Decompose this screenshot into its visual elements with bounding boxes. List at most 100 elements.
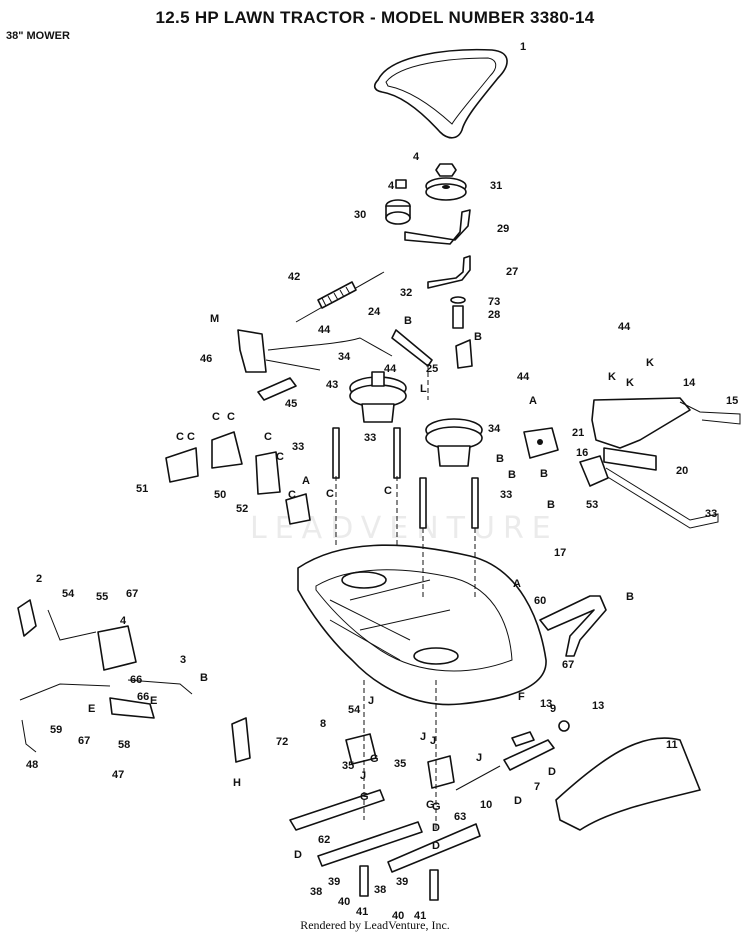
callout-label: 16	[576, 447, 588, 459]
deck-spindle-hole-left	[341, 571, 387, 589]
callout-label: 44	[517, 371, 530, 383]
callout-label: 60	[534, 595, 546, 607]
callout-label: 33	[364, 432, 376, 444]
callout-label: 9	[550, 703, 556, 715]
callout-label: D	[432, 840, 440, 852]
callout-label: C	[288, 489, 296, 501]
callout-label: 42	[288, 271, 300, 283]
belt-inner	[385, 57, 497, 125]
part-48-rod	[19, 683, 111, 701]
callout-label: K	[626, 377, 634, 389]
part-53-bracket	[165, 447, 199, 483]
callout-label: K	[646, 357, 654, 369]
callout-label: 67	[562, 659, 574, 671]
part-50-bracket	[255, 451, 281, 495]
callout-label: 73	[488, 296, 500, 308]
part-42-spring	[295, 271, 385, 323]
callout-label: 59	[50, 724, 62, 736]
callout-label: B	[496, 453, 504, 465]
callout-label: J	[430, 735, 436, 747]
part-28-bolt	[452, 305, 464, 329]
page-subtitle: 38" MOWER	[6, 30, 70, 42]
callout-label: 33	[705, 508, 717, 520]
callout-label: 29	[497, 223, 509, 235]
callout-label: 10	[480, 799, 492, 811]
callout-label: C	[212, 411, 220, 423]
callout-label: K	[608, 371, 616, 383]
callout-label: 4	[388, 180, 395, 192]
callout-label: 44	[618, 321, 631, 333]
callout-label: 38	[374, 884, 386, 896]
part-7-bracket	[503, 739, 555, 771]
part-54-link	[17, 599, 37, 637]
callout-label: 35	[394, 758, 406, 770]
part-29-idler-arm	[404, 209, 471, 245]
callout-label: 52	[236, 503, 248, 515]
callout-label: 34	[338, 351, 351, 363]
callout-label: 14	[683, 377, 696, 389]
callout-label: 33	[500, 489, 512, 501]
assembly-lines	[335, 364, 476, 830]
callout-label: 54	[62, 588, 75, 600]
deck-spindle-hole-right	[413, 647, 459, 665]
part-60-bracket	[97, 625, 137, 671]
callout-label: L	[420, 383, 427, 395]
part-3-bracket	[539, 595, 607, 657]
callout-label: B	[474, 331, 482, 343]
callout-label: 48	[26, 759, 38, 771]
part-34-spindle-right	[425, 418, 483, 467]
callout-label: 53	[586, 499, 598, 511]
part-73-washer	[450, 296, 466, 304]
callout-label: 41	[414, 910, 426, 922]
part-51-bracket	[211, 431, 243, 469]
callout-label: 50	[214, 489, 226, 501]
part-9-pin	[511, 731, 535, 747]
callout-label: B	[626, 591, 634, 603]
callout-label: 34	[488, 423, 501, 435]
callout-label: A	[529, 395, 537, 407]
callout-label: C	[227, 411, 235, 423]
page-title: 12.5 HP LAWN TRACTOR - MODEL NUMBER 3380…	[155, 8, 595, 27]
callout-label: 13	[540, 698, 552, 710]
part-54-bracket-right	[231, 717, 251, 763]
part-24-bracket	[391, 329, 433, 367]
callout-label: J	[476, 752, 482, 764]
callout-label: 58	[118, 739, 130, 751]
part-43-rod	[265, 337, 393, 371]
part-16-plate	[603, 447, 657, 471]
part-21-bracket	[523, 427, 559, 459]
part-10-rod	[455, 765, 501, 791]
part-2-mower-deck	[297, 544, 547, 706]
callout-label: 27	[506, 266, 518, 278]
callout-label: 43	[326, 379, 338, 391]
part-17-lift-rod	[605, 467, 719, 529]
part-40-41-hardware	[359, 865, 439, 901]
callout-label: E	[88, 703, 95, 715]
callout-label: 41	[356, 906, 368, 918]
callout-label: J	[420, 731, 426, 743]
callout-label: 47	[112, 769, 124, 781]
callout-label: J	[368, 695, 374, 707]
part-1-belt	[373, 48, 508, 139]
callout-label: 38	[310, 886, 322, 898]
callout-label: 31	[490, 180, 502, 192]
part-8-nut	[558, 720, 570, 732]
callout-label: A	[302, 475, 310, 487]
callout-label: B	[200, 672, 208, 684]
callout-label: M	[210, 313, 219, 325]
part-35-housing	[427, 755, 455, 789]
part-31-pulley	[425, 177, 467, 201]
callout-label: 54	[348, 704, 361, 716]
part-72-housing	[345, 733, 377, 765]
callout-label: 32	[400, 287, 412, 299]
part-34-spindle-left	[349, 371, 407, 423]
callout-label: C	[187, 431, 195, 443]
part-27-bracket	[427, 255, 471, 289]
callout-label: B	[508, 469, 516, 481]
callout-label: 1	[520, 41, 526, 53]
callout-label: F	[518, 691, 525, 703]
part-62-blade-adapter	[289, 789, 385, 831]
callout-label: D	[548, 766, 556, 778]
